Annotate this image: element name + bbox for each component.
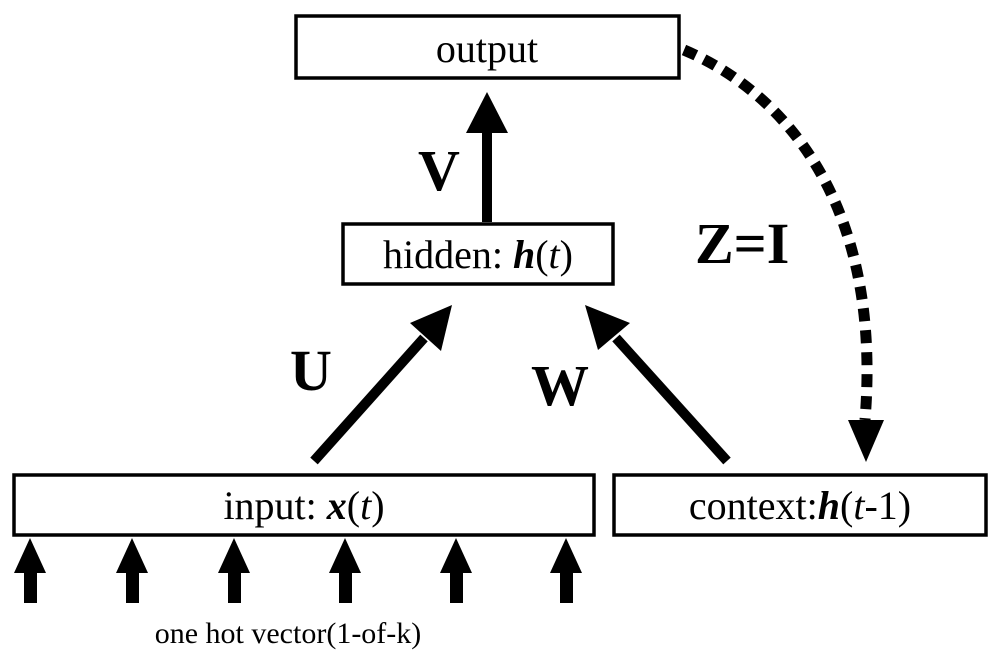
weight-v-label: V <box>418 138 460 203</box>
v-arrow <box>466 92 508 222</box>
input-box <box>12 473 596 537</box>
hidden-label: hidden: h(t) <box>383 232 573 277</box>
context-label: context:h(t-1) <box>689 483 911 528</box>
weight-z-label: Z=I <box>695 211 789 276</box>
input-label: input: x(t) <box>223 483 384 528</box>
weight-w-label: W <box>531 353 589 418</box>
one-hot-caption: one hot vector(1-of-k) <box>155 617 422 650</box>
w-arrow <box>585 305 731 465</box>
one-hot-arrows <box>14 538 582 603</box>
z-recurrent-arrow <box>681 44 884 462</box>
one-hot-arrow <box>440 538 472 603</box>
hidden-box <box>341 222 615 286</box>
one-hot-arrow <box>550 538 582 603</box>
one-hot-arrow <box>116 538 148 603</box>
u-arrow <box>310 305 452 465</box>
output-label: output <box>436 26 538 71</box>
one-hot-arrow <box>218 538 250 603</box>
output-box <box>294 14 681 80</box>
one-hot-arrow <box>329 538 361 603</box>
weight-u-label: U <box>290 338 332 403</box>
one-hot-arrow <box>14 538 46 603</box>
context-box <box>612 473 988 537</box>
